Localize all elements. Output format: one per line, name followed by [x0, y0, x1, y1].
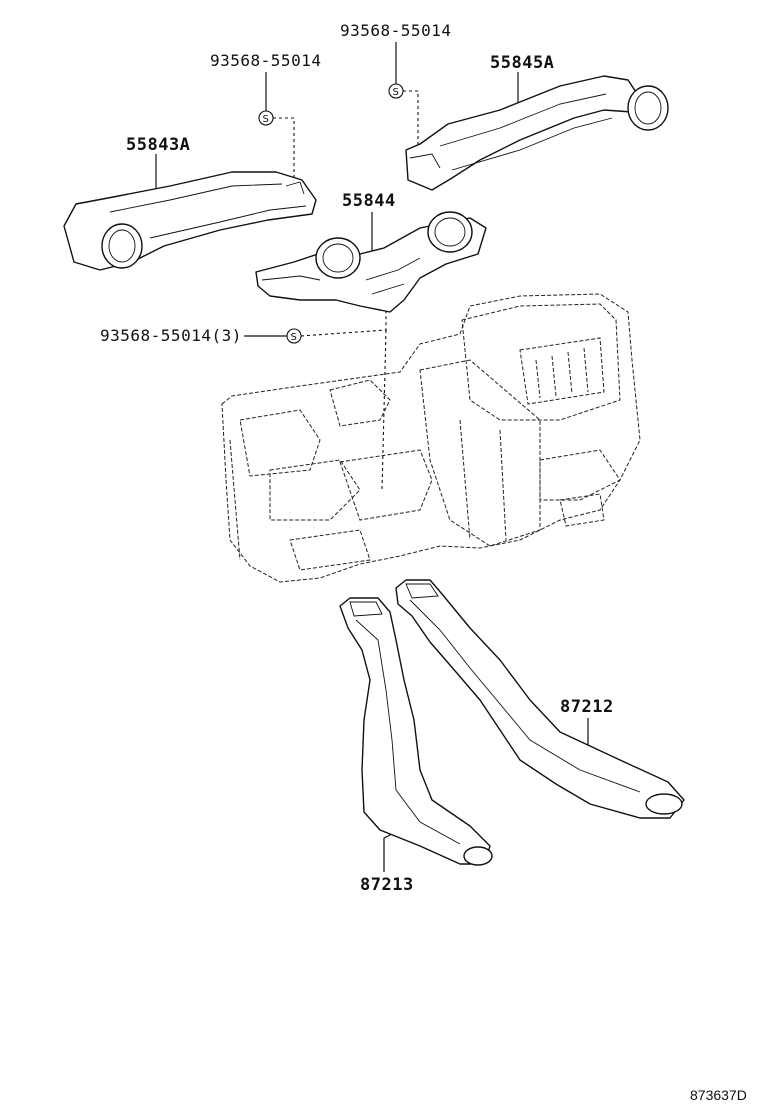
label-clip-left: 93568-55014	[210, 51, 321, 70]
svg-text:S: S	[393, 87, 399, 98]
duct-55844	[255, 211, 487, 313]
duct-55843a	[63, 171, 317, 271]
clip-symbol-top: S	[388, 83, 404, 99]
label-clip-mid: 93568-55014(3)	[100, 326, 242, 345]
clip-symbol-left: S	[258, 110, 274, 126]
duct-87213	[339, 597, 493, 866]
label-duct-55843a: 55843A	[126, 135, 190, 155]
clip-symbol-mid: S	[286, 328, 302, 344]
label-duct-55844: 55844	[342, 191, 396, 211]
hvac-unit	[221, 293, 641, 583]
svg-text:S: S	[263, 114, 269, 125]
svg-text:S: S	[291, 332, 297, 343]
duct-55845a	[405, 75, 669, 191]
label-duct-87213: 87213	[360, 875, 414, 895]
label-duct-87212: 87212	[560, 697, 614, 717]
diagram-reference: 873637D	[690, 1087, 747, 1103]
duct-87212	[395, 579, 685, 819]
label-duct-55845a: 55845A	[490, 53, 554, 73]
label-clip-top: 93568-55014	[340, 21, 451, 40]
